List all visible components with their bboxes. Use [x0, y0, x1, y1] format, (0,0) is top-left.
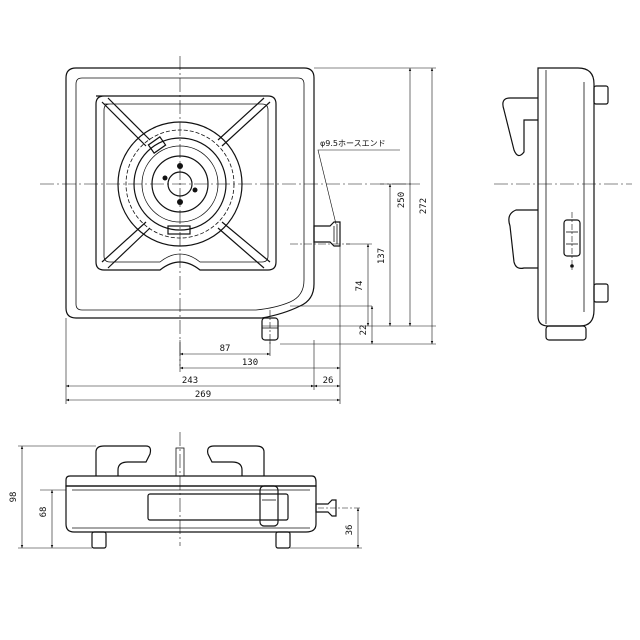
- side-peg-top: [593, 85, 609, 105]
- side-view: [494, 67, 632, 341]
- front-body: [65, 485, 317, 533]
- dim-74-label: 74: [355, 281, 365, 292]
- grate-arms: [101, 97, 271, 269]
- grate-arm: [217, 97, 265, 141]
- front-foot-right: [275, 531, 291, 549]
- dim-137-label: 137: [377, 248, 387, 264]
- hose-end-leader: [317, 149, 400, 225]
- dim-269-label: 269: [195, 390, 211, 400]
- dim-130-label: 130: [242, 358, 258, 368]
- dim-272-label: 272: [419, 198, 429, 214]
- side-peg-bottom: [593, 283, 609, 303]
- grate-support-lower: [508, 209, 538, 269]
- dim-26-label: 26: [323, 376, 334, 386]
- grate-support-upper: [502, 97, 538, 157]
- stove-body-inner-outline: [75, 77, 305, 311]
- grate-arm: [221, 101, 271, 147]
- hose-end-note: φ9.5ホースエンド: [320, 139, 386, 148]
- dim-22-label: 22: [359, 325, 369, 336]
- side-foot: [545, 325, 587, 341]
- igniter: [147, 136, 167, 154]
- front-grate-support-right: [207, 445, 265, 476]
- stove-body-outline: [65, 67, 315, 319]
- side-body-outline: [537, 67, 595, 327]
- dim-243-label: 243: [182, 376, 198, 386]
- dim-87-label: 87: [220, 344, 231, 354]
- grate-arm: [107, 97, 151, 141]
- grate-arm: [221, 221, 271, 263]
- grate-arm: [101, 101, 147, 147]
- burner-port: [162, 175, 168, 181]
- grate-arm: [217, 227, 265, 269]
- burner-port: [192, 187, 198, 193]
- dim-98-label: 98: [9, 492, 19, 503]
- front-knob: [259, 485, 279, 527]
- front-hose-end: [315, 499, 337, 517]
- front-view: 98 68 36: [9, 432, 362, 549]
- dim-250-label: 250: [397, 192, 407, 208]
- grate-arm: [107, 227, 151, 269]
- front-grate-support-left: [95, 445, 152, 476]
- top-view: φ9.5ホースエンド 250 272 137 74 22 87 1: [40, 56, 436, 404]
- hose-end-fitting: [313, 221, 341, 247]
- front-top-plate: [65, 475, 317, 487]
- flame-sensor: [167, 225, 191, 235]
- dim-36-label: 36: [345, 525, 355, 536]
- grate-arm: [101, 221, 147, 263]
- front-control-panel: [147, 493, 289, 521]
- front-foot-left: [91, 531, 107, 549]
- dim-68-label: 68: [39, 507, 49, 518]
